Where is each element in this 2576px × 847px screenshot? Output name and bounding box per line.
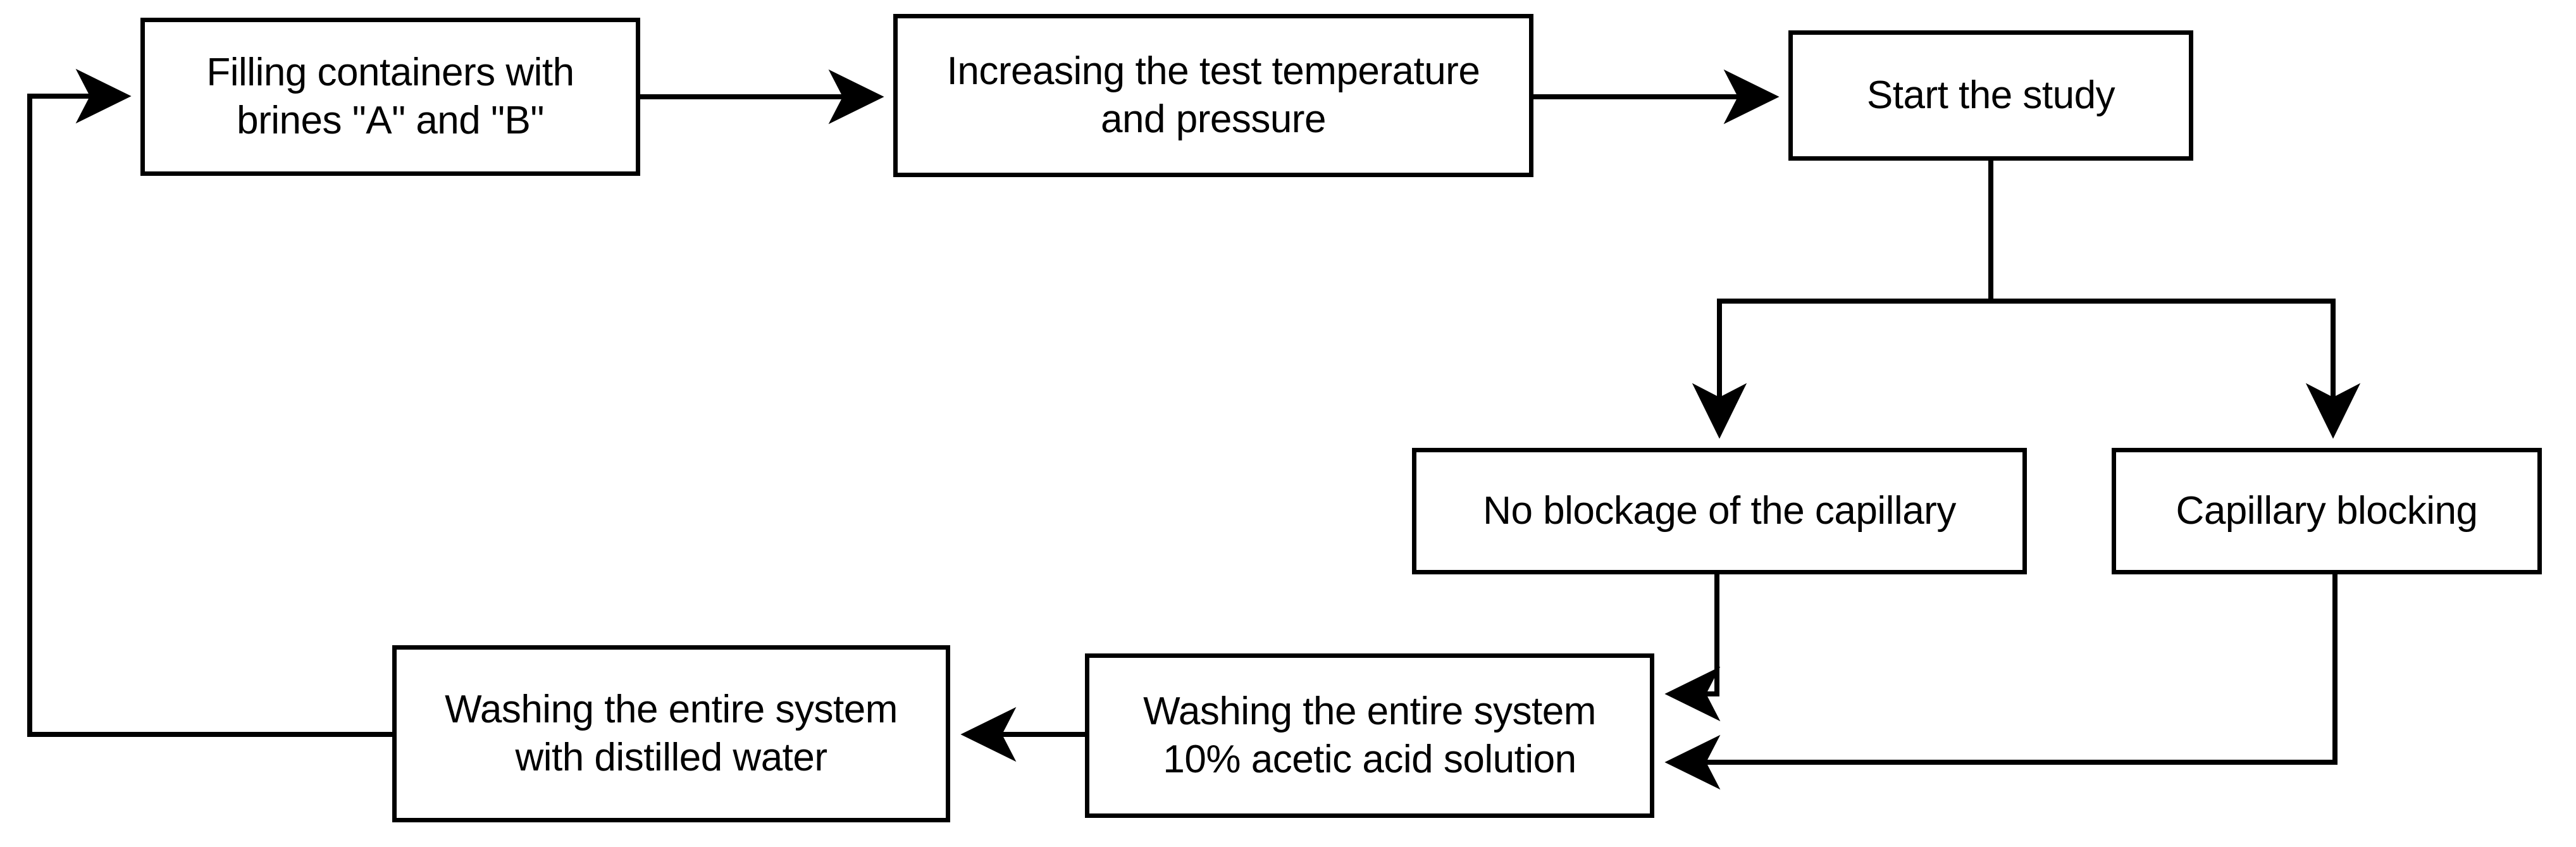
node-label-filling-containers: Filling containers with brines "A" and "… (206, 51, 574, 142)
node-label-no-blockage: No blockage of the capillary (1483, 489, 1956, 533)
node-wash-distilled-water[interactable]: Washing the entire system with distilled… (392, 645, 950, 822)
node-filling-containers[interactable]: Filling containers with brines "A" and "… (140, 18, 640, 176)
node-label-start-study: Start the study (1866, 73, 2115, 118)
connector-capillary-blocking-to-acetic (1664, 574, 2338, 790)
node-label-wash-distilled-water: Washing the entire system with distilled… (445, 688, 898, 779)
node-no-blockage[interactable]: No blockage of the capillary (1412, 448, 2027, 574)
node-label-increasing-temperature-pressure: Increasing the test temperature and pres… (946, 49, 1480, 141)
node-start-study[interactable]: Start the study (1788, 30, 2193, 161)
connector-start-split-trunk (1717, 161, 2336, 304)
node-capillary-blocking[interactable]: Capillary blocking (2112, 448, 2542, 574)
connector-feedback-to-fill (27, 68, 392, 737)
node-wash-acetic-acid[interactable]: Washing the entire system 10% acetic aci… (1085, 653, 1654, 818)
node-label-wash-acetic-acid: Washing the entire system 10% acetic aci… (1143, 689, 1596, 781)
node-label-capillary-blocking: Capillary blocking (2176, 489, 2478, 533)
node-increasing-temperature-pressure[interactable]: Increasing the test temperature and pres… (893, 14, 1533, 177)
connector-no-blockage-to-acetic (1664, 574, 1721, 722)
